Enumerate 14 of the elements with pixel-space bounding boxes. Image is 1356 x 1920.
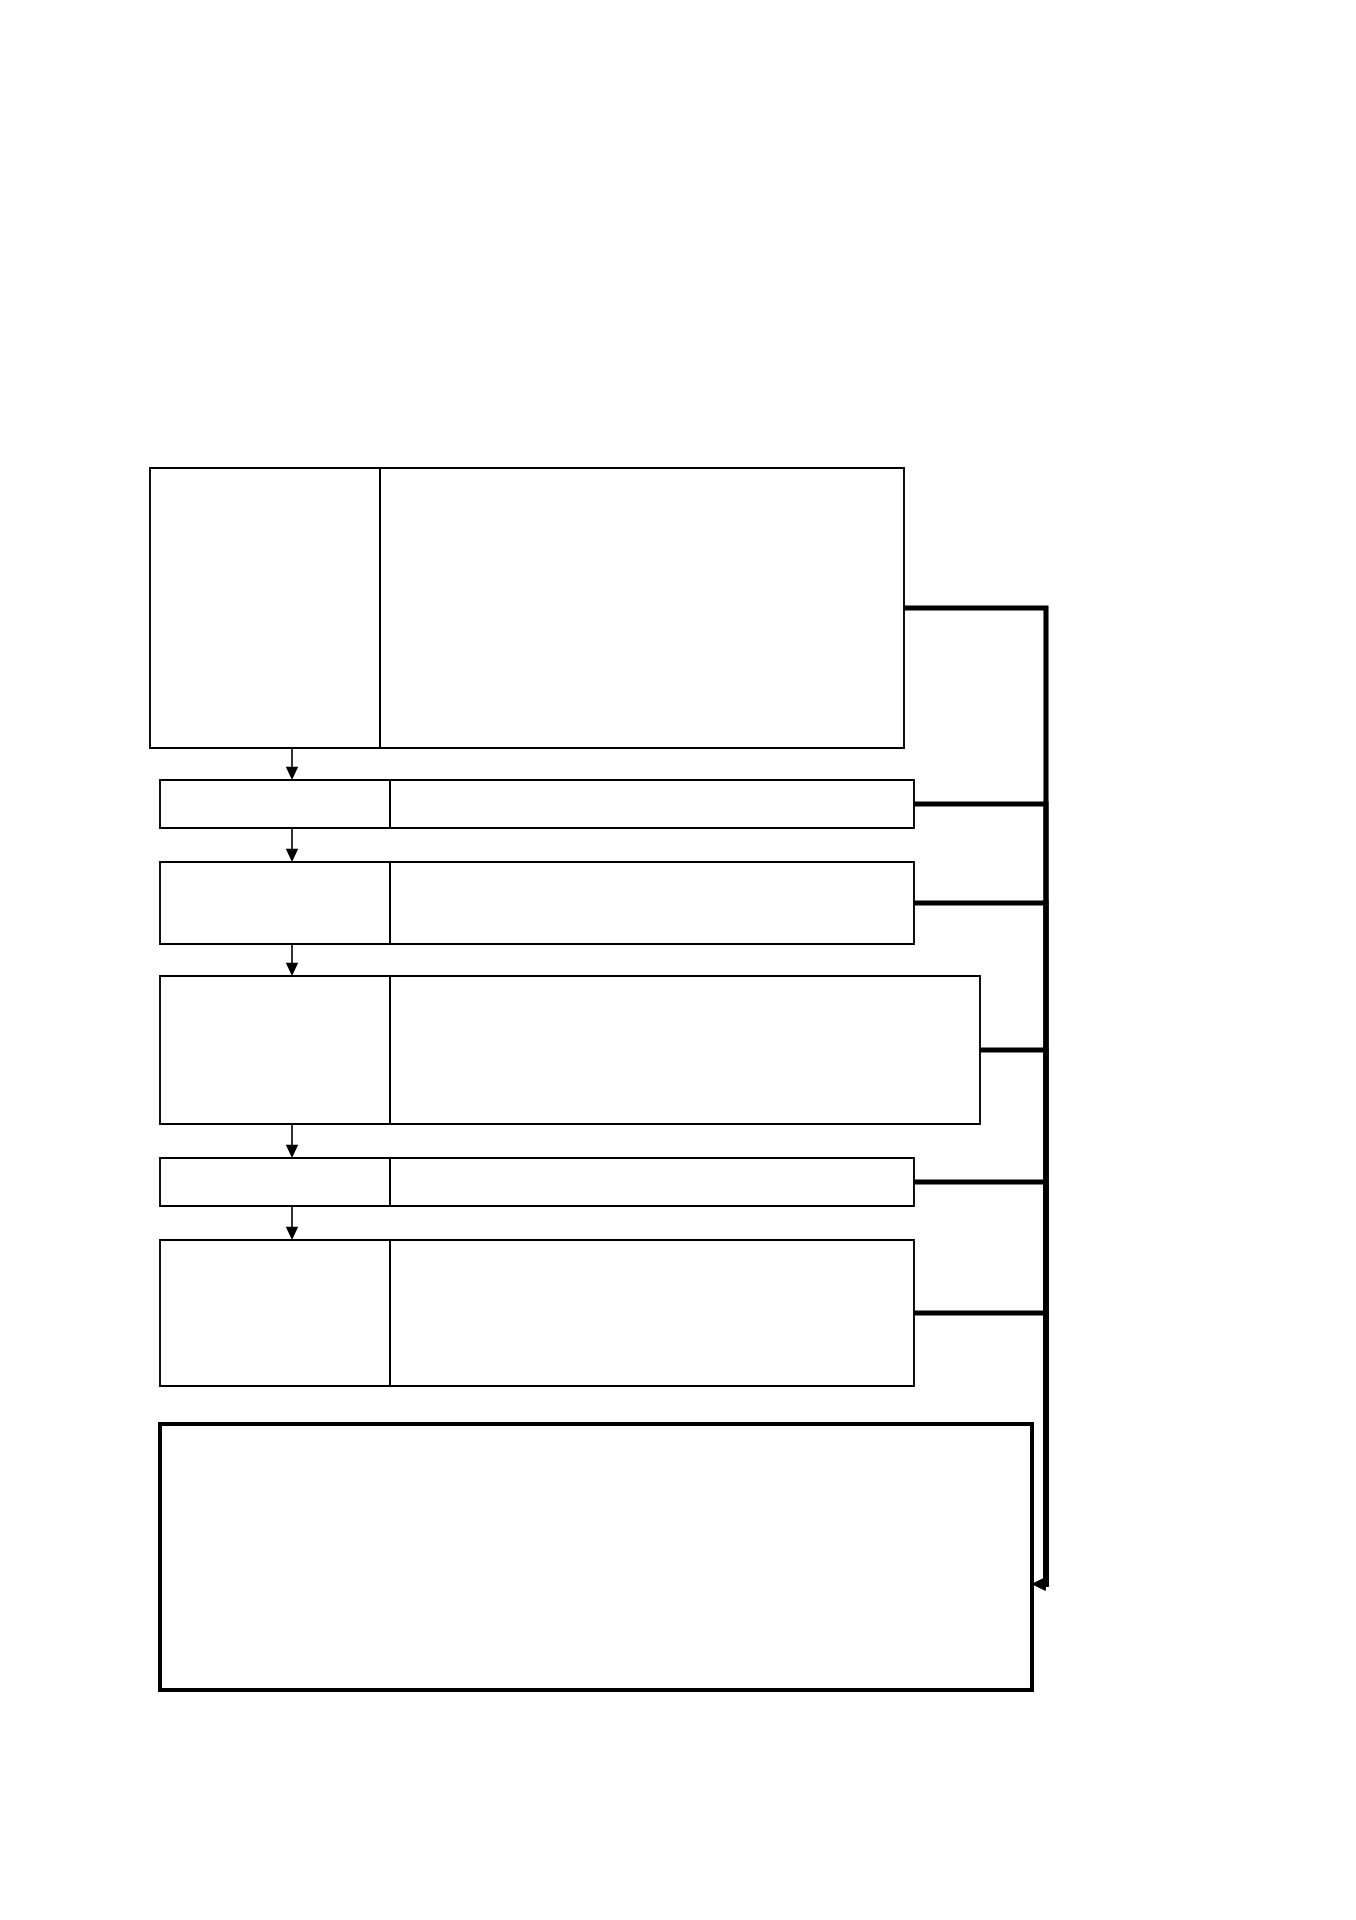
step-box — [159, 1157, 391, 1207]
step-box — [159, 779, 391, 829]
step-box — [159, 861, 391, 945]
detail-box — [389, 1157, 915, 1207]
detail-box — [389, 975, 981, 1125]
step-box — [149, 467, 381, 749]
detail-box — [389, 1239, 915, 1387]
step-box — [159, 975, 391, 1125]
step-box — [159, 1239, 391, 1387]
arrow — [914, 1310, 1049, 1591]
detail-box — [379, 467, 905, 749]
detail-box — [389, 861, 915, 945]
summary-box — [158, 1422, 1034, 1692]
detail-box — [389, 779, 915, 829]
